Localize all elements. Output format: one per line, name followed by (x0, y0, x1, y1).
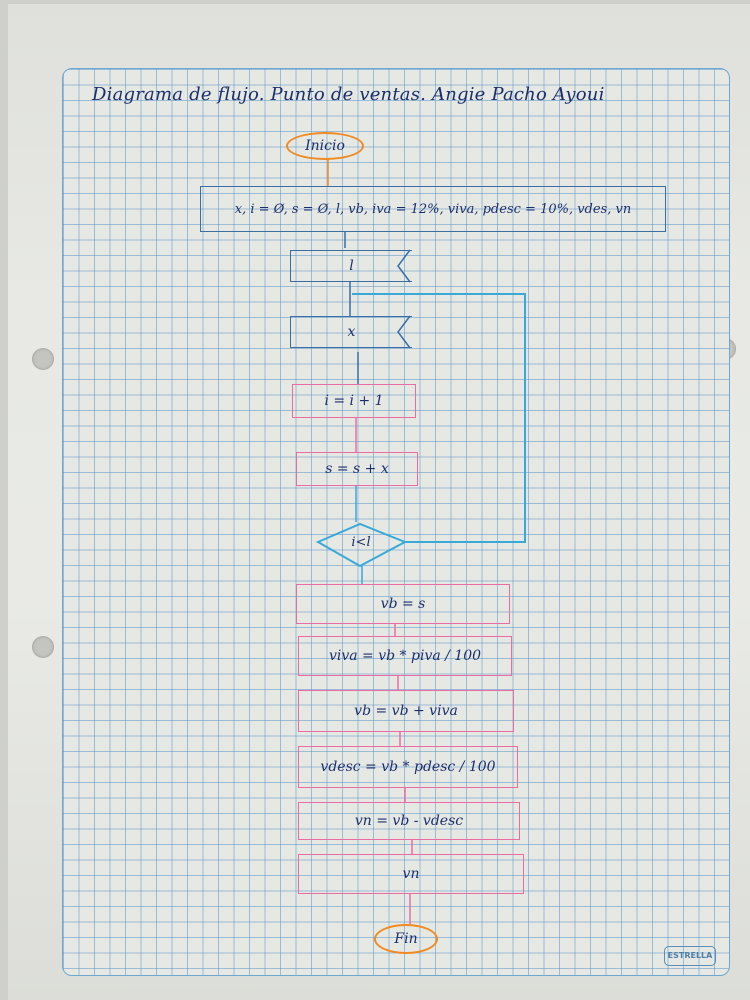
calc-vn-label: vn = vb - vdesc (354, 813, 464, 829)
input-l-box: l (290, 250, 412, 282)
decision-diamond (315, 522, 408, 568)
input-notch (397, 249, 411, 283)
assign-vb-label: vb = s (380, 596, 426, 612)
init-process-box: x, i = Ø, s = Ø, l, vb, iva = 12%, viva,… (200, 186, 666, 232)
init-label: x, i = Ø, s = Ø, l, vb, iva = 12%, viva,… (234, 201, 632, 217)
calc-vb-label: vb = vb + viva (354, 703, 458, 719)
grid-paper (62, 68, 730, 976)
binder-hole (32, 348, 54, 370)
calc-vdesc-box: vdesc = vb * pdesc / 100 (298, 746, 518, 788)
diagram-title: Diagrama de flujo. Punto de ventas. Angi… (92, 84, 605, 105)
output-vn-box: vn (298, 854, 524, 894)
end-terminal: Fin (374, 924, 438, 954)
calc-vdesc-label: vdesc = vb * pdesc / 100 (320, 759, 496, 775)
start-label: Inicio (305, 138, 345, 154)
condition-label: i<l (351, 534, 371, 550)
assign-vb-box: vb = s (296, 584, 510, 624)
accumulate-box: s = s + x (296, 452, 418, 486)
increment-box: i = i + 1 (292, 384, 416, 418)
calc-viva-box: viva = vb * piva / 100 (298, 636, 512, 676)
end-label: Fin (394, 931, 418, 947)
increment-label: i = i + 1 (324, 393, 384, 409)
start-terminal: Inicio (286, 132, 364, 160)
calc-vb-box: vb = vb + viva (298, 690, 514, 732)
input-l-label: l (349, 258, 354, 274)
input-x-label: x (347, 324, 356, 340)
binder-hole (32, 636, 54, 658)
brand-logo: ESTRELLA (664, 946, 716, 966)
calc-viva-label: viva = vb * piva / 100 (328, 648, 482, 664)
input-notch (397, 315, 411, 349)
output-vn-label: vn (402, 866, 420, 882)
condition-node: i<l (318, 528, 404, 556)
input-x-box: x (290, 316, 412, 348)
accumulate-label: s = s + x (325, 461, 389, 477)
calc-vn-box: vn = vb - vdesc (298, 802, 520, 840)
loop-back-line (352, 293, 526, 543)
